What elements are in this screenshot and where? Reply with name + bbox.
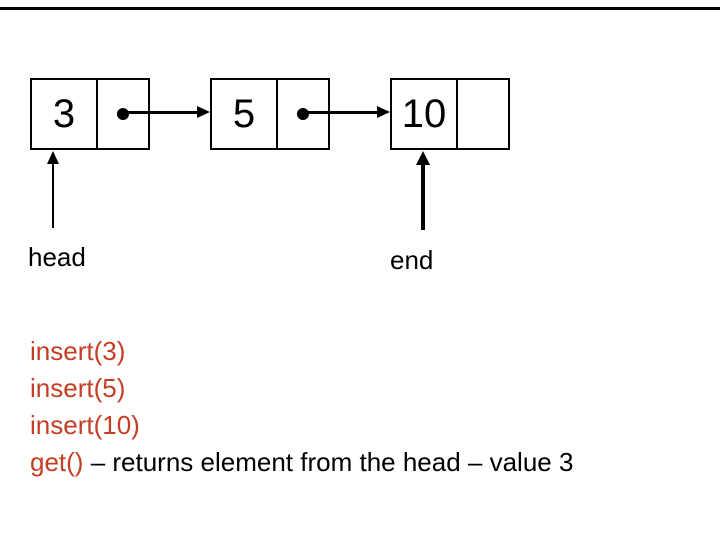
pointer-dot-icon	[117, 108, 129, 120]
head-arrow-head-icon	[47, 151, 59, 164]
node-value: 3	[52, 92, 76, 136]
operations-text-block: insert(3) insert(5) insert(10) get() – r…	[30, 333, 573, 481]
next-pointer-arrow-1-head-icon	[197, 106, 210, 118]
head-arrow-line	[52, 162, 54, 228]
node-next-cell	[278, 80, 328, 148]
next-pointer-arrow-2-line	[303, 111, 379, 114]
next-pointer-arrow-1-line	[123, 111, 199, 114]
code-line-insert-10: insert(10)	[30, 410, 140, 440]
code-line-get: get() – returns element from the head – …	[30, 444, 573, 481]
list-node-2: 5	[210, 78, 330, 150]
end-arrow-line	[421, 163, 425, 230]
node-value: 5	[232, 92, 256, 136]
pointer-dot-icon	[297, 108, 309, 120]
head-label: head	[28, 242, 86, 272]
get-comment-text: – returns element from the head – value …	[83, 447, 574, 477]
end-arrow-head-icon	[416, 151, 430, 165]
node-value-cell: 5	[212, 80, 278, 148]
list-node-1: 3	[30, 78, 150, 150]
list-node-3: 10	[390, 78, 510, 150]
node-next-cell	[98, 80, 148, 148]
get-call-text: get()	[30, 447, 84, 477]
node-value-cell: 10	[392, 80, 458, 148]
top-divider-line	[0, 7, 720, 10]
next-pointer-arrow-2-head-icon	[377, 106, 390, 118]
node-value-cell: 3	[32, 80, 98, 148]
code-line-insert-5: insert(5)	[30, 373, 126, 403]
end-label: end	[390, 245, 434, 275]
node-next-cell-empty	[458, 80, 508, 148]
code-line-insert-3: insert(3)	[30, 336, 126, 366]
node-value: 10	[401, 92, 447, 136]
